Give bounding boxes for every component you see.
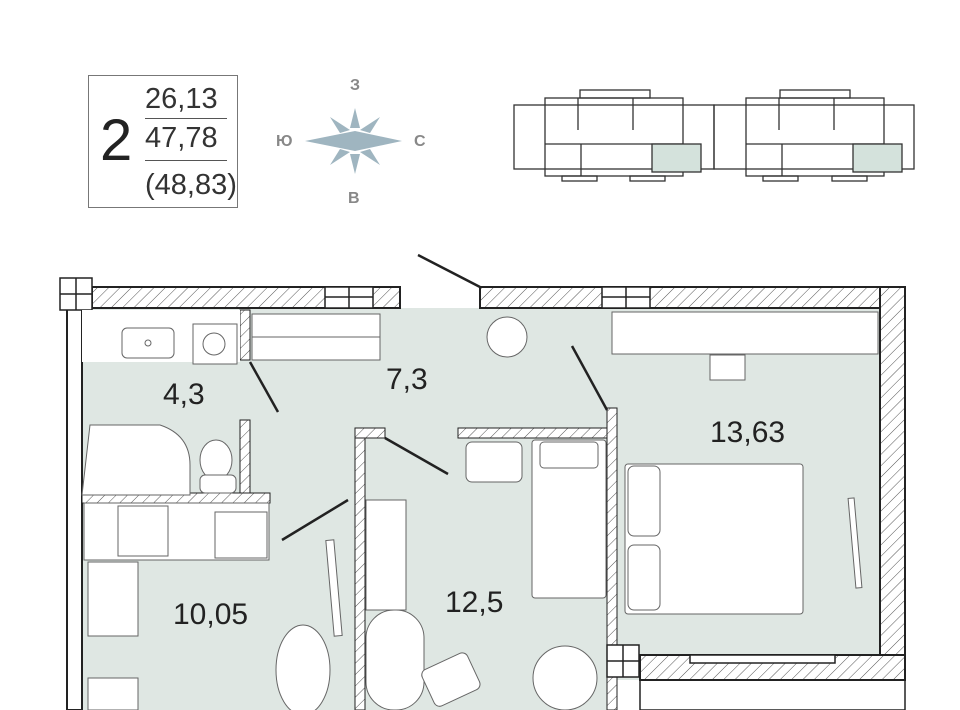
room-area-bedroom: 13,63 xyxy=(710,416,786,449)
compass-east-label: В xyxy=(348,190,360,207)
building-key-plan xyxy=(513,89,915,182)
toilet-icon xyxy=(199,439,233,481)
room-area-living-room: 12,5 xyxy=(445,586,504,619)
compass-south-label: Ю xyxy=(276,133,293,150)
bathtub-icon xyxy=(81,424,191,496)
doors xyxy=(248,253,609,542)
round-table-icon xyxy=(486,316,528,358)
kitchen-sink-icon xyxy=(87,561,139,637)
dining-table-icon xyxy=(275,624,331,710)
window-sill-icon xyxy=(325,539,343,637)
compass-rose-icon xyxy=(305,108,402,174)
compass-north-label: С xyxy=(414,133,426,150)
stove-icon xyxy=(117,505,169,557)
apartment-info-box xyxy=(88,75,238,208)
total-area-with-balcony: (48,83) xyxy=(145,169,237,201)
room-count: 2 xyxy=(100,108,133,173)
chair-icon xyxy=(709,354,746,381)
washing-machine-icon xyxy=(192,323,238,365)
living-area: 26,13 xyxy=(145,83,218,115)
divider xyxy=(145,118,227,119)
armchair-icon xyxy=(465,441,523,483)
furniture xyxy=(81,310,879,710)
walls xyxy=(66,286,906,710)
total-area: 47,78 xyxy=(145,122,218,154)
room-area-kitchen: 10,05 xyxy=(173,598,249,631)
room-area-hallway: 7,3 xyxy=(386,363,428,396)
desk-icon xyxy=(365,609,425,710)
table-icon xyxy=(532,645,598,710)
sofa-icon xyxy=(531,439,607,599)
bedroom-wardrobe-icon xyxy=(611,311,879,355)
divider xyxy=(145,160,227,161)
compass-west-label: З xyxy=(350,77,361,94)
room-area-bathroom: 4,3 xyxy=(163,378,205,411)
windows xyxy=(59,277,906,710)
bed-icon xyxy=(624,463,804,615)
closet-icon xyxy=(365,499,407,611)
